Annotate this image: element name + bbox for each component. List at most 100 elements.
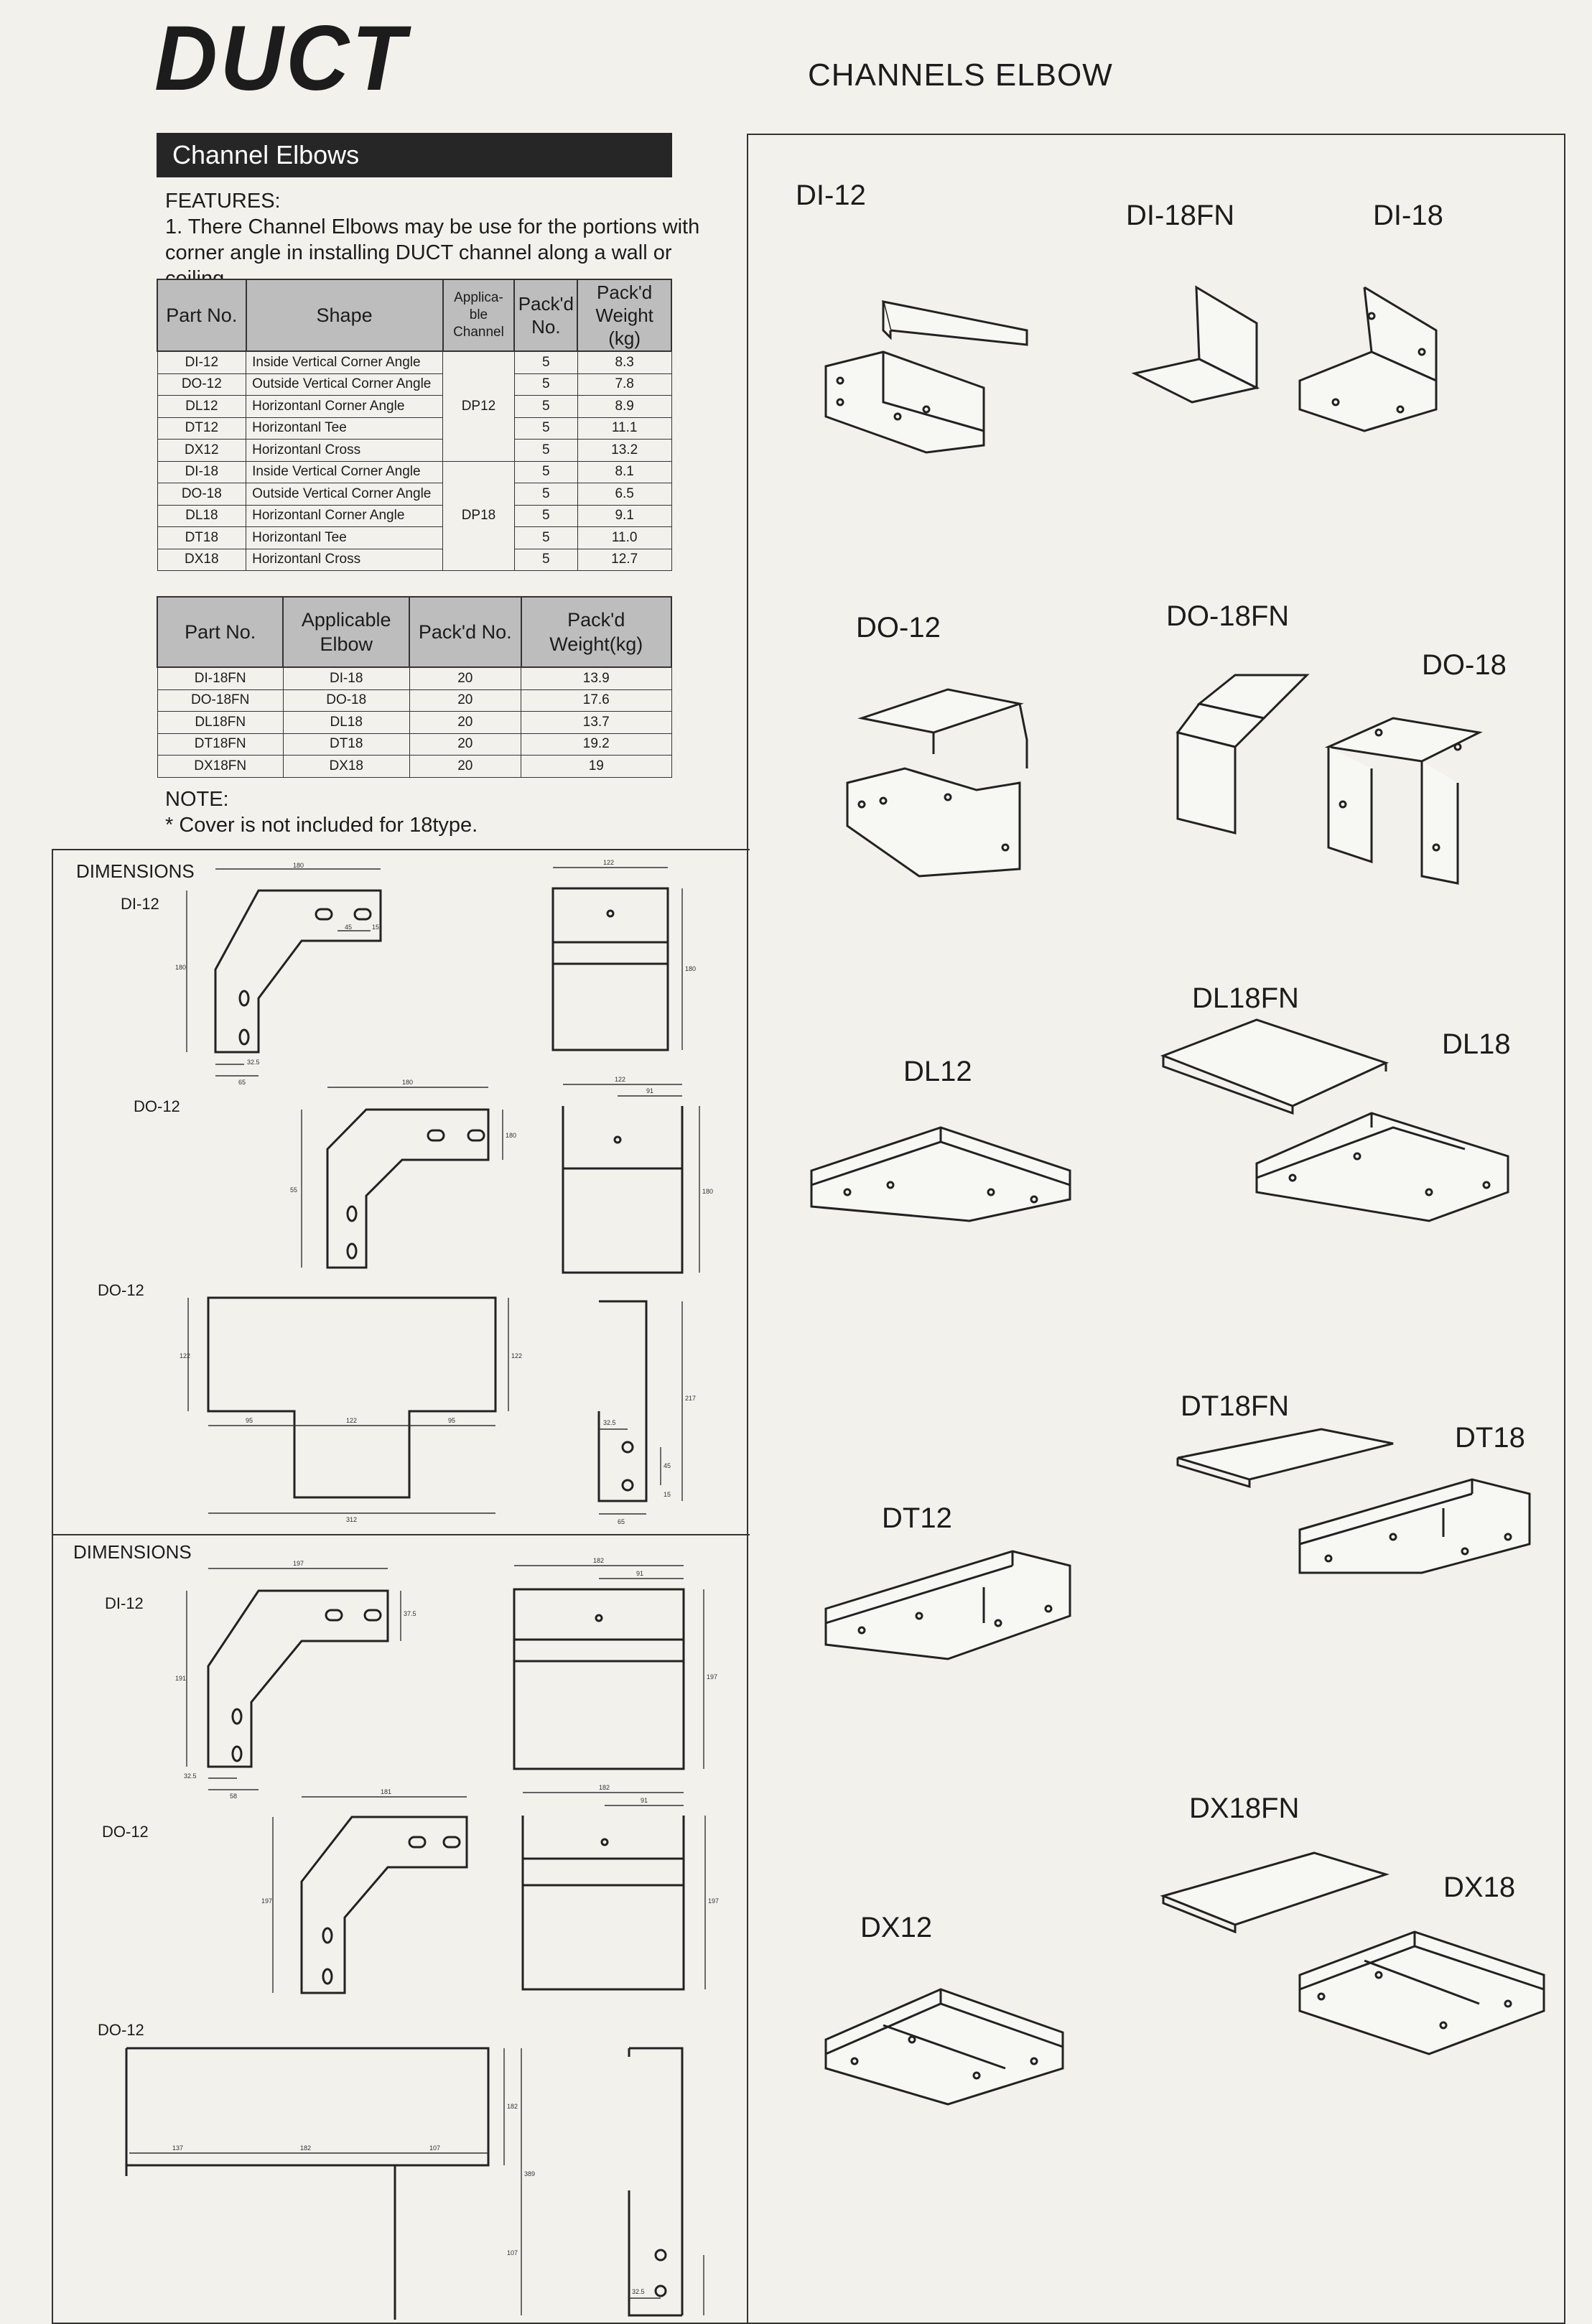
dim1-v20: 217 xyxy=(685,1395,696,1402)
dims2-title: DIMENSIONS xyxy=(73,1541,192,1563)
table1-cell: Outside Vertical Corner Angle xyxy=(246,373,444,396)
part-drawing-di18fn xyxy=(1131,285,1260,404)
table1-cell: 5 xyxy=(513,373,578,396)
part-drawing-dt12 xyxy=(824,1550,1071,1660)
dim1-v11: 122 xyxy=(615,1076,625,1083)
table1-cell: DX12 xyxy=(157,439,247,462)
part-drawing-dx18 xyxy=(1298,1930,1545,2055)
part-drawing-dl18 xyxy=(1255,1112,1509,1222)
table1-header-channel: Applica- ble Channel xyxy=(442,279,516,352)
dims1-title: DIMENSIONS xyxy=(76,860,195,882)
drawing-di18-side: 182 91 197 xyxy=(513,1557,717,1770)
table2-cell: 20 xyxy=(409,689,522,712)
dim1-v9: 55 xyxy=(290,1186,297,1194)
dim1-v14: 122 xyxy=(180,1352,190,1359)
table2-cell: DO-18FN xyxy=(157,689,284,712)
drawing-di18-flat: 197 37.5 191 32.5 58 xyxy=(175,1560,416,1800)
catalog-label-dl18fn: DL18FN xyxy=(1192,982,1299,1014)
table1-cell: 8.9 xyxy=(577,395,672,418)
table1-cell: DI-12 xyxy=(157,350,247,374)
dims2-label-do12-b: DO-12 xyxy=(98,2021,144,2039)
table1-header-weight: Pack'd Weight (kg) xyxy=(577,279,672,352)
table1-cell: 8.1 xyxy=(577,460,672,483)
dim2-v17: 389 xyxy=(524,2170,535,2177)
dim2-v7: 197 xyxy=(707,1673,717,1681)
table1-cell: Horizontanl Corner Angle xyxy=(246,504,444,527)
dim2-v5: 182 xyxy=(593,1557,604,1564)
table1-cell: Inside Vertical Corner Angle xyxy=(246,460,444,483)
catalog-label-di18: DI-18 xyxy=(1373,200,1443,231)
table2-cell: DT18 xyxy=(282,733,410,756)
dims1-label-di12: DI-12 xyxy=(121,895,159,913)
dim2-v16: 182 xyxy=(507,2103,518,2110)
note-text: * Cover is not included for 18type. xyxy=(165,814,478,837)
dims2-label-do12: DO-12 xyxy=(102,1823,149,1841)
table2-cell: DI-18FN xyxy=(157,666,284,690)
table2-cell: 13.9 xyxy=(521,666,672,690)
table1-cell: DO-18 xyxy=(157,483,247,506)
table2-header-packno: Pack'd No. xyxy=(409,596,522,668)
drawing-di12-side: 122 180 xyxy=(551,859,696,1051)
drawing-do12-tee: 122 95 122 95 122 312 xyxy=(180,1296,522,1523)
table2-header-part: Part No. xyxy=(156,596,284,668)
drawing-do18-tee: 137 182 107 182 389 107 xyxy=(125,2047,535,2320)
table1-cell: DT12 xyxy=(157,417,247,440)
dim2-v2: 191 xyxy=(175,1675,186,1682)
dims2-label-di12: DI-12 xyxy=(105,1594,144,1612)
dim2-v14: 182 xyxy=(300,2144,311,2152)
table1-cell: 5 xyxy=(513,526,578,549)
part-drawing-dt18 xyxy=(1298,1478,1531,1574)
catalog-label-di12: DI-12 xyxy=(796,180,866,211)
table2-header-weight: Pack'd Weight(kg) xyxy=(520,596,673,668)
dim2-v12: 197 xyxy=(708,1897,719,1905)
dim1-v7: 180 xyxy=(685,965,696,972)
section-title-bar: Channel Elbows xyxy=(157,133,672,177)
table1-cell: Horizontanl Cross xyxy=(246,548,444,571)
dim1-v10: 180 xyxy=(506,1132,516,1139)
table1-cell: 5 xyxy=(513,483,578,506)
catalog-label-do18fn: DO-18FN xyxy=(1166,600,1290,632)
table1-channel-group: DP12 xyxy=(442,350,515,462)
dim1-v5: 65 xyxy=(238,1079,246,1086)
table2-cell: 20 xyxy=(409,666,522,690)
dim2-v11: 91 xyxy=(641,1797,648,1804)
catalog-label-dx12: DX12 xyxy=(860,1912,933,1943)
part-drawing-di18 xyxy=(1298,286,1438,432)
dim2-v3: 32.5 xyxy=(184,1772,197,1780)
table2-cell: 19 xyxy=(521,755,672,778)
table1-cell: 5 xyxy=(513,548,578,571)
table2-cell: 17.6 xyxy=(521,689,672,712)
dims1-label-do12-b: DO-12 xyxy=(98,1281,144,1299)
table2-cell: 20 xyxy=(409,733,522,756)
table2-header-elbow: Applicable Elbow xyxy=(282,596,411,668)
dim2-v15: 107 xyxy=(429,2144,440,2152)
catalog-label-dt18: DT18 xyxy=(1455,1422,1525,1454)
dim2-v9: 197 xyxy=(261,1897,272,1905)
table1-header-part: Part No. xyxy=(157,279,247,352)
table1-cell: DO-12 xyxy=(157,373,247,396)
dim1-v21: 32.5 xyxy=(603,1419,616,1426)
catalog-label-dx18: DX18 xyxy=(1443,1872,1516,1903)
table1-cell: Horizontanl Tee xyxy=(246,526,444,549)
dim1-v18: 122 xyxy=(511,1352,522,1359)
table1-cell: Inside Vertical Corner Angle xyxy=(246,350,444,374)
dim1-v12: 91 xyxy=(646,1087,653,1094)
part-drawing-dx18fn xyxy=(1160,1851,1389,1934)
part-drawing-dt18fn xyxy=(1176,1428,1394,1489)
dim1-v0: 180 xyxy=(293,862,304,869)
table1-header-shape: Shape xyxy=(245,279,444,352)
table1-cell: DT18 xyxy=(157,526,247,549)
table2-cell: DO-18 xyxy=(282,689,410,712)
dim1-v19: 312 xyxy=(346,1516,357,1523)
table1-cell: 7.8 xyxy=(577,373,672,396)
